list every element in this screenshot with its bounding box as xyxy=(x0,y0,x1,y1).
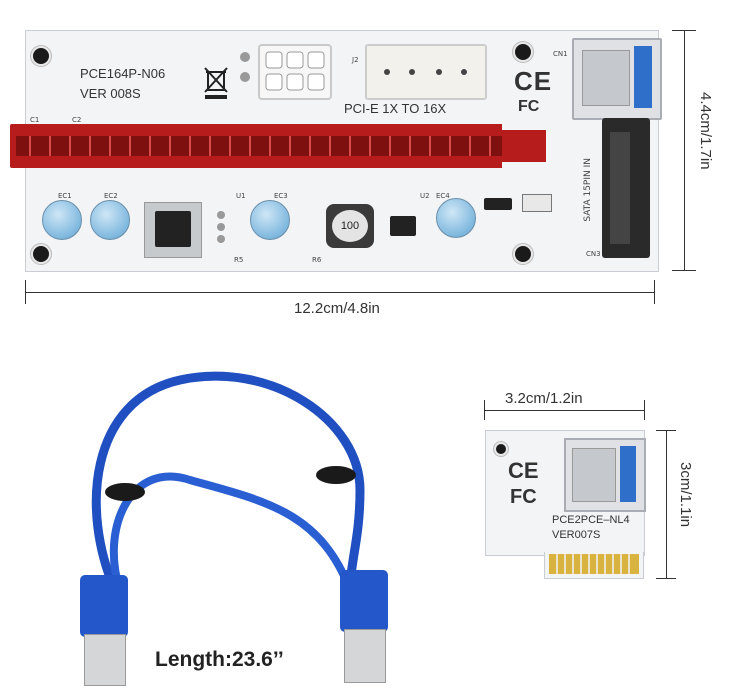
capacitor-ec4 xyxy=(436,198,476,238)
height-dimension-tick-top xyxy=(672,30,696,31)
r6-silk: R6 xyxy=(312,256,322,264)
main-width-label: 12.2cm/4.8in xyxy=(294,300,380,317)
small-width-label: 3.2cm/1.2in xyxy=(505,390,583,407)
adapter-ce-mark: CE xyxy=(508,458,539,483)
ec2-silk: EC2 xyxy=(104,192,118,200)
board-model-label: PCE164P-N06 xyxy=(80,66,166,81)
voltage-regulator xyxy=(144,202,202,258)
small-board-width-line xyxy=(484,410,645,411)
small-height-tick-top xyxy=(656,430,676,431)
diode xyxy=(484,198,512,210)
usb-cable xyxy=(60,360,400,690)
usb3-port-adapter xyxy=(564,438,646,512)
pcie-x1-gold-fingers xyxy=(544,552,644,579)
height-dimension-line xyxy=(684,30,685,270)
inductor-value: 100 xyxy=(340,220,360,232)
slot-label: PCI-E 1X TO 16X xyxy=(344,101,447,116)
width-dimension-tick-right xyxy=(654,280,655,304)
adapter-mounting-hole xyxy=(494,442,508,456)
sata-label: SATA 15PIN IN xyxy=(583,158,593,222)
small-height-tick-bottom xyxy=(656,578,676,579)
mounting-hole xyxy=(31,46,51,66)
usb-plug-right-metal xyxy=(344,629,386,683)
ec1-silk: EC1 xyxy=(58,192,72,200)
connector-hole xyxy=(240,72,250,82)
usb-plug-left xyxy=(80,575,128,637)
small-width-tick-right xyxy=(644,400,645,420)
c2-silk: C2 xyxy=(72,116,82,124)
small-height-line xyxy=(666,430,667,578)
inductor: 100 xyxy=(326,204,374,248)
pcie-x16-slot xyxy=(10,124,562,168)
usb-plug-left-metal xyxy=(84,634,126,686)
small-height-label: 3cm/1.1in xyxy=(677,462,694,528)
cable-length-label: Length:23.6’’ xyxy=(155,648,284,671)
mounting-hole xyxy=(513,42,533,62)
molex-power-connector xyxy=(365,44,487,100)
adapter-version-label: VER007S xyxy=(552,529,601,541)
control-ic xyxy=(390,216,416,236)
capacitor-ec2 xyxy=(90,200,130,240)
ce-mark: CE xyxy=(514,66,553,96)
c1-silk: C1 xyxy=(30,116,40,124)
sata-power-connector xyxy=(602,118,650,258)
height-dimension-tick-bottom xyxy=(672,270,696,271)
connector-hole xyxy=(240,52,250,62)
adapter-fc-mark: FC xyxy=(510,486,537,508)
board-version-label: VER 008S xyxy=(80,86,141,101)
small-width-tick-left xyxy=(484,400,485,420)
cn1-silk: CN1 xyxy=(553,50,568,58)
main-height-label: 4.4cm/1.7in xyxy=(697,92,714,170)
u1-silk: U1 xyxy=(236,192,246,200)
fc-mark: FC xyxy=(518,98,540,115)
usb3-port-main xyxy=(572,38,662,120)
mounting-hole xyxy=(31,244,51,264)
mounting-hole xyxy=(513,244,533,264)
width-dimension-tick-left xyxy=(25,280,26,304)
capacitor-ec1 xyxy=(42,200,82,240)
weee-bin-icon xyxy=(202,64,230,100)
j2-silk: J2 xyxy=(352,56,359,64)
r5-silk: R5 xyxy=(234,256,244,264)
usb-plug-right xyxy=(340,570,388,632)
capacitor-ec3 xyxy=(250,200,290,240)
u2-silk: U2 xyxy=(420,192,430,200)
width-dimension-line xyxy=(25,292,655,293)
ec4-silk: EC4 xyxy=(436,192,450,200)
six-pin-power-connector xyxy=(258,44,332,100)
ec3-silk: EC3 xyxy=(274,192,288,200)
fuse xyxy=(522,194,552,212)
regulator-pins xyxy=(208,210,234,244)
adapter-model-label: PCE2PCE–NL4 xyxy=(552,514,630,526)
cn3-silk: CN3 xyxy=(586,250,601,258)
